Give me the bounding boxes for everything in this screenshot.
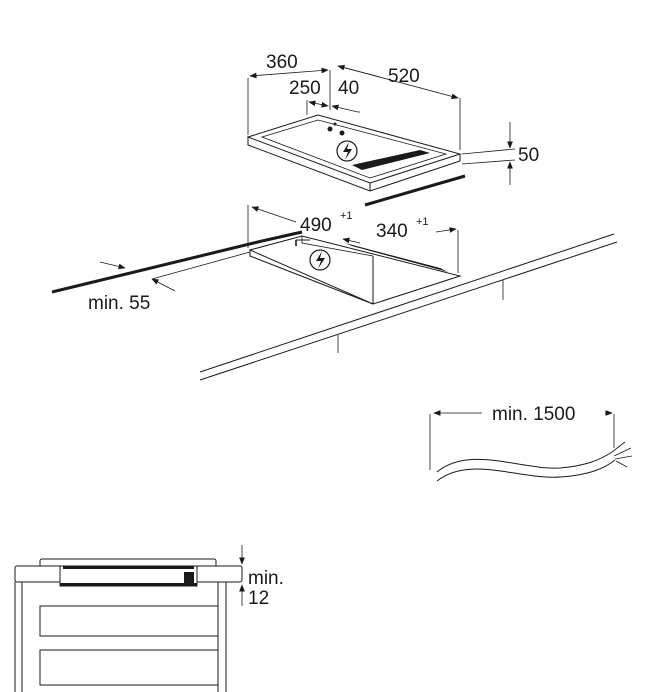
cutout-opening (248, 235, 462, 305)
dim-label-250: 250 (289, 78, 321, 99)
dim-label-50: 50 (518, 145, 539, 166)
clearance-label-min: min. (248, 568, 284, 589)
dim-line-490 (251, 206, 297, 223)
dim-label-520: 520 (388, 66, 420, 87)
hob-glass-inner (260, 119, 448, 179)
worktop (51, 230, 618, 381)
worktop-front-line (199, 233, 615, 373)
hob-control-strip (352, 150, 430, 170)
dim-tolerance-340: +1 (416, 216, 429, 228)
cutout-dimension-lines (99, 205, 459, 292)
dim-label-360: 360 (266, 52, 298, 73)
hob-control-dot (327, 126, 333, 132)
dim-label-min-55: min. 55 (88, 293, 150, 314)
dim-line-360 (249, 67, 329, 79)
hob-base-edge (364, 174, 466, 207)
clearance-label-12: 12 (248, 588, 269, 609)
dim-label-340: 340 (376, 221, 408, 242)
power-cable (429, 410, 633, 482)
dim-label-40: 40 (338, 78, 359, 99)
hob-dimension-lines (247, 64, 516, 185)
cross-section (14, 545, 245, 692)
hob-control-dot (333, 122, 337, 126)
dim-line-40 (331, 104, 359, 113)
dim-label-490: 490 (300, 215, 332, 236)
electric-hazard-icon (309, 249, 331, 271)
dim-line-250 (308, 100, 329, 108)
hob-unit (246, 114, 462, 192)
dim-label-min-1500: min. 1500 (492, 404, 575, 425)
cable-body (436, 451, 613, 473)
section-drawer (39, 649, 219, 686)
section-drawer (39, 605, 219, 637)
cutout-recess (248, 235, 462, 305)
dim-tolerance-490: +1 (340, 210, 353, 222)
worktop-edge (51, 239, 263, 294)
hob-control-dot (339, 130, 345, 136)
electric-hazard-icon (336, 140, 358, 162)
dim-line-340 (342, 237, 361, 244)
